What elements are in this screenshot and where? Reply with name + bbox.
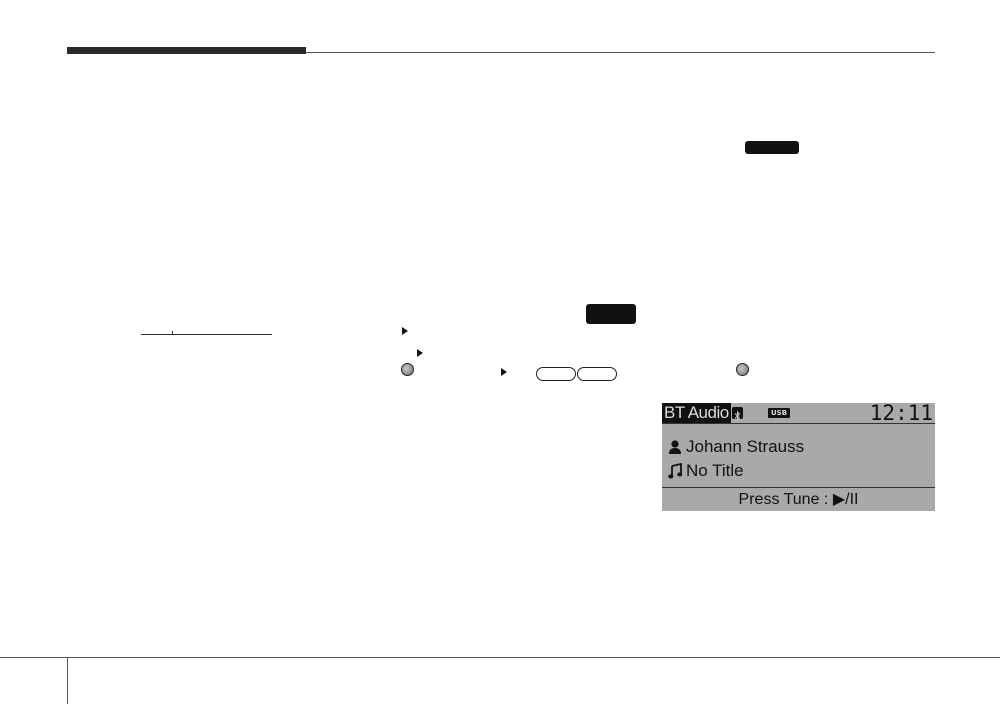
arrow-right-icon: [501, 368, 507, 376]
lcd-track-title: No Title: [686, 461, 744, 480]
header-accent-bar: [67, 47, 306, 54]
lcd-artist-name: Johann Strauss: [686, 437, 805, 456]
arrow-right-icon: [402, 327, 408, 335]
lcd-status-bar: BT Audio USB 12:11: [662, 403, 935, 425]
lcd-clock: 12:11: [869, 403, 933, 425]
seek-button-icon: [577, 367, 617, 381]
lcd-divider: [662, 487, 935, 488]
seek-button-icon: [536, 367, 576, 381]
lcd-hint: Press Tune : ▶/II: [738, 491, 859, 508]
section-rule: [141, 334, 272, 335]
usb-badge: USB: [768, 408, 791, 418]
tune-knob-icon: [401, 363, 414, 376]
footer-rule: [0, 657, 1000, 658]
lcd-display: BT Audio USB 12:11 Johann Strauss: [662, 403, 935, 511]
lcd-artist-row: Johann Strauss: [668, 436, 804, 458]
button-label-marker: [586, 304, 636, 324]
button-label-marker: [745, 141, 799, 154]
section-rule-tick: [172, 331, 173, 335]
person-icon: [668, 439, 682, 455]
lcd-mode-label: BT Audio: [662, 403, 731, 423]
footer-page-divider: [67, 657, 68, 704]
arrow-right-icon: [417, 349, 423, 357]
lcd-divider: [662, 423, 935, 424]
header-rule: [306, 52, 935, 53]
tune-knob-icon: [736, 363, 749, 376]
lcd-title-row: No Title: [668, 460, 744, 482]
bluetooth-icon: [732, 407, 743, 422]
music-note-icon: [668, 462, 683, 479]
